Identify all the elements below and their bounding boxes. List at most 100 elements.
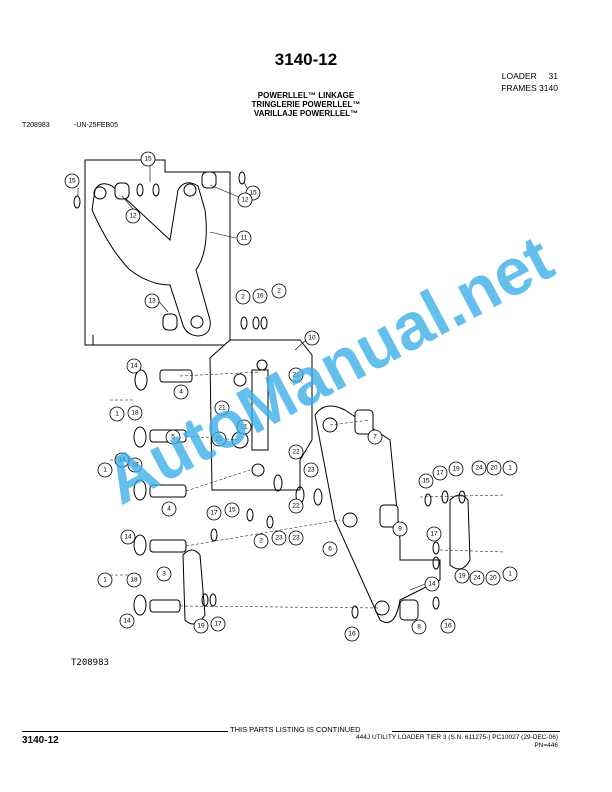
svg-text:1: 1 [115, 411, 119, 418]
svg-text:17: 17 [210, 510, 218, 517]
svg-text:1: 1 [508, 465, 512, 472]
svg-text:7: 7 [373, 434, 377, 441]
section-header: LOADER 31 [502, 71, 558, 81]
callout-15: 15 [224, 502, 240, 518]
svg-text:17: 17 [436, 470, 444, 477]
callout-20: 20 [485, 570, 501, 586]
svg-text:6: 6 [328, 546, 332, 553]
svg-text:15: 15 [249, 190, 257, 197]
svg-text:10: 10 [308, 335, 316, 342]
svg-text:14: 14 [123, 618, 131, 625]
svg-text:21: 21 [215, 436, 223, 443]
callout-16: 16 [440, 618, 456, 634]
callout-1: 1 [502, 460, 518, 476]
svg-text:4: 4 [167, 506, 171, 513]
callout-14: 14 [120, 529, 136, 545]
svg-text:19: 19 [458, 573, 466, 580]
svg-text:24: 24 [475, 465, 483, 472]
callout-10: 10 [304, 330, 320, 346]
svg-text:22: 22 [292, 449, 300, 456]
callout-9: 9 [392, 521, 408, 537]
svg-text:17: 17 [214, 621, 222, 628]
inset-box [84, 159, 231, 346]
svg-text:20: 20 [490, 465, 498, 472]
callout-2: 2 [235, 289, 251, 305]
callout-23: 23 [303, 462, 319, 478]
section-label: LOADER [501, 71, 537, 81]
callout-4: 4 [161, 501, 177, 517]
title-french: TRINGLERIE POWERLLEL™ [251, 100, 361, 109]
callout-12: 12 [237, 192, 253, 208]
frame-plate-part [209, 339, 313, 491]
callout-17: 17 [210, 616, 226, 632]
svg-text:9: 9 [398, 526, 402, 533]
svg-text:3: 3 [162, 571, 166, 578]
callout-19: 19 [193, 618, 209, 634]
callout-18: 18 [127, 405, 143, 421]
figure-id: T208983 [22, 122, 50, 129]
divider [392, 731, 560, 732]
svg-text:21: 21 [240, 424, 248, 431]
svg-text:2: 2 [241, 294, 245, 301]
callout-24: 24 [471, 460, 487, 476]
callout-22: 22 [288, 444, 304, 460]
svg-text:21: 21 [292, 372, 300, 379]
svg-text:23: 23 [292, 535, 300, 542]
svg-text:12: 12 [241, 197, 249, 204]
svg-text:15: 15 [68, 178, 76, 185]
page-title: 3140-12 [274, 50, 338, 69]
callout-15: 15 [64, 173, 80, 189]
callout-24: 24 [469, 570, 485, 586]
callout-19: 19 [448, 461, 464, 477]
svg-text:1: 1 [103, 577, 107, 584]
svg-text:14: 14 [118, 457, 126, 464]
callout-4: 4 [173, 384, 189, 400]
callout-1: 1 [502, 566, 518, 582]
callout-7: 7 [367, 429, 383, 445]
svg-text:24: 24 [473, 575, 481, 582]
svg-text:22: 22 [292, 503, 300, 510]
svg-text:18: 18 [130, 577, 138, 584]
svg-text:8: 8 [417, 624, 421, 631]
footer-model-info: 444J UTILITY LOADER TIER 3 (S.N. 611275-… [356, 734, 558, 741]
figure-id-bottom: T208983 [71, 658, 109, 668]
svg-text:11: 11 [241, 235, 248, 242]
svg-text:4: 4 [179, 389, 183, 396]
pin-part [159, 369, 193, 383]
svg-text:1: 1 [508, 571, 512, 578]
svg-text:16: 16 [348, 631, 356, 638]
footer-page-number: 3140-12 [22, 735, 59, 746]
svg-text:21: 21 [218, 405, 226, 412]
callout-18: 18 [127, 457, 143, 473]
svg-text:15: 15 [228, 507, 236, 514]
svg-text:23: 23 [275, 535, 283, 542]
svg-text:1: 1 [103, 467, 107, 474]
svg-text:19: 19 [197, 623, 205, 630]
callout-23: 23 [271, 530, 287, 546]
callout-1: 1 [97, 462, 113, 478]
figure-date: -UN-25FEB05 [74, 122, 118, 129]
callout-21: 21 [214, 400, 230, 416]
continued-notice: THIS PARTS LISTING IS CONTINUED [230, 725, 361, 734]
divider [22, 731, 228, 732]
callout-8: 8 [411, 619, 427, 635]
callout-14: 14 [119, 613, 135, 629]
callout-21: 21 [236, 419, 252, 435]
section-number: 31 [548, 71, 558, 81]
callout-20: 20 [486, 460, 502, 476]
callout-21: 21 [211, 431, 227, 447]
svg-text:15: 15 [422, 478, 430, 485]
callout-6: 6 [322, 541, 338, 557]
svg-text:13: 13 [148, 298, 156, 305]
svg-text:19: 19 [452, 466, 460, 473]
link-right-part [449, 494, 471, 570]
callout-1: 1 [97, 572, 113, 588]
callout-14: 14 [114, 452, 130, 468]
callout-23: 23 [288, 530, 304, 546]
svg-text:12: 12 [129, 213, 137, 220]
callout-15: 15 [140, 151, 156, 167]
svg-text:18: 18 [131, 462, 139, 469]
footer-pn: PN=446 [534, 742, 558, 749]
title-spanish: VARILLAJE POWERLLEL™ [253, 109, 359, 118]
